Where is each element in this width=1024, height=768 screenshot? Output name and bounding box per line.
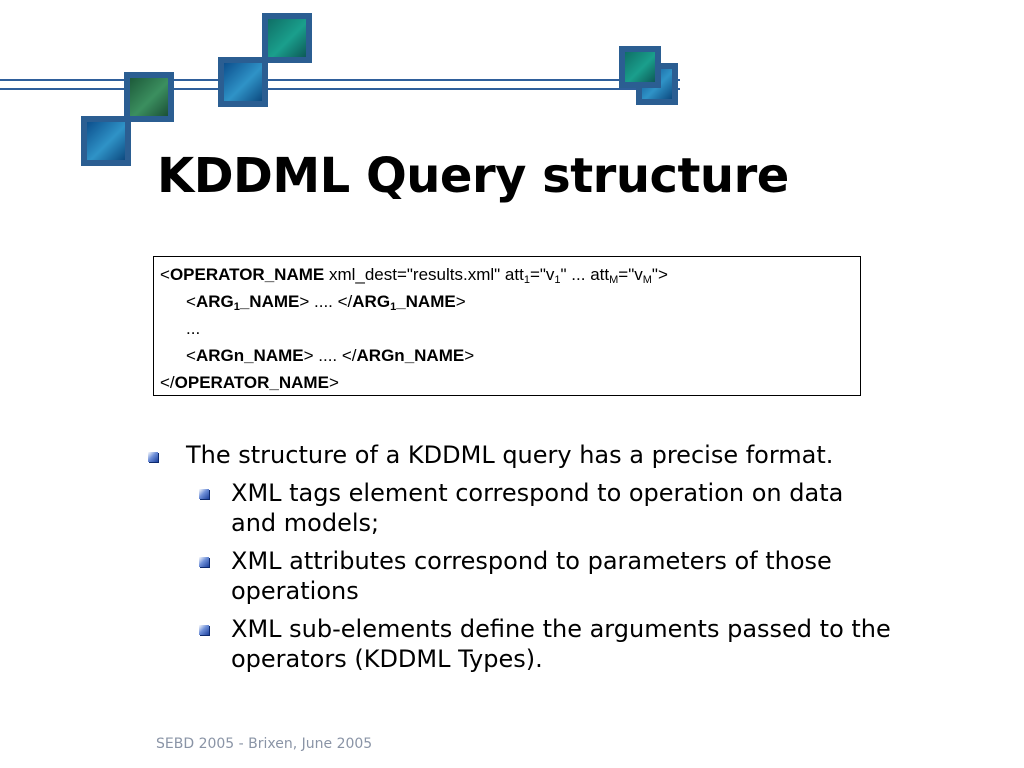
- slide-title: KDDML Query structure: [157, 148, 789, 204]
- decor-line-top: [0, 79, 680, 81]
- bullet-marker-icon: [199, 489, 209, 499]
- decor-square: [124, 72, 174, 122]
- sub-bullet: XML sub-elements define the arguments pa…: [231, 615, 891, 673]
- bullet-main: The structure of a KDDML query has a pre…: [186, 441, 834, 469]
- code-line-4: <ARGn_NAME> .... </ARGn_NAME>: [186, 346, 475, 365]
- code-line-3: ...: [186, 319, 201, 338]
- decor-line-bottom: [0, 88, 680, 90]
- code-line-5: </OPERATOR_NAME>: [160, 373, 339, 392]
- sub-bullet: XML attributes correspond to parameters …: [231, 547, 832, 605]
- decor-square: [262, 13, 312, 63]
- code-line-2: <ARG1_NAME> .... </ARG1_NAME>: [186, 292, 466, 313]
- decor-square: [81, 116, 131, 166]
- slide-footer: SEBD 2005 - Brixen, June 2005: [156, 736, 373, 752]
- decor-square: [619, 46, 661, 88]
- bullet-marker-icon: [148, 452, 158, 462]
- bullet-marker-icon: [199, 625, 209, 635]
- code-box: <OPERATOR_NAME xml_dest="results.xml" at…: [153, 256, 861, 396]
- code-line-1: <OPERATOR_NAME xml_dest="results.xml" at…: [160, 265, 668, 286]
- sub-bullet: XML tags element correspond to operation…: [231, 479, 844, 537]
- bullet-marker-icon: [199, 557, 209, 567]
- decor-square: [218, 57, 268, 107]
